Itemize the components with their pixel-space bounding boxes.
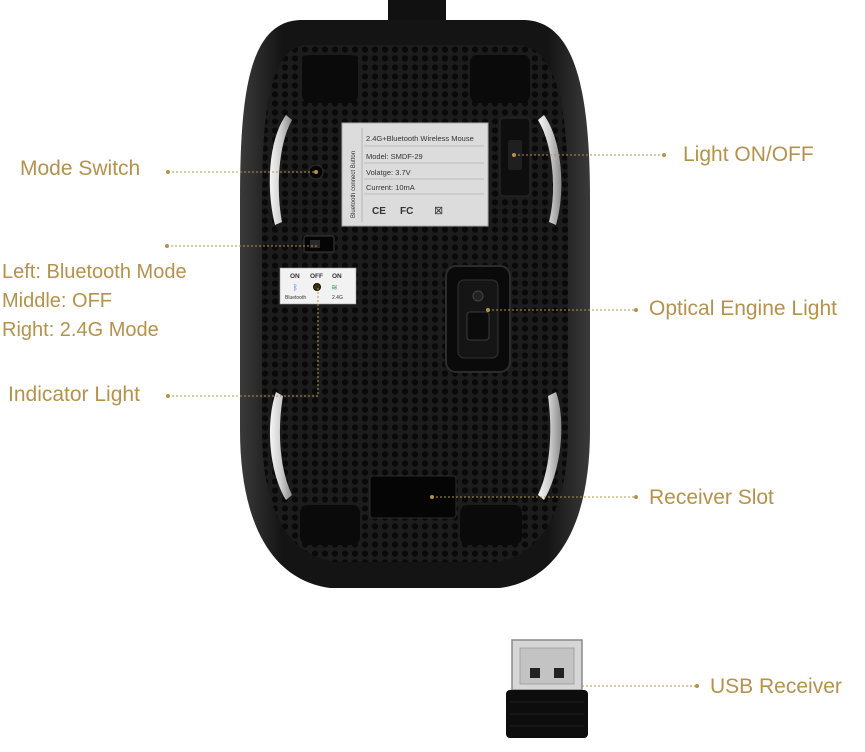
- switch-on-right: ON: [332, 273, 342, 280]
- label-light-onoff: Light ON/OFF: [683, 143, 814, 166]
- side-light-strip: [538, 392, 562, 500]
- wifi-icon: ≋: [331, 283, 338, 292]
- mouse-foot: [302, 55, 358, 103]
- fc-mark: FC: [400, 206, 413, 217]
- label-model: Model: SMDF-29: [366, 152, 423, 161]
- ce-mark: CE: [372, 206, 386, 217]
- label-indicator-light: Indicator Light: [8, 383, 140, 406]
- label-optical-engine-light: Optical Engine Light: [649, 297, 837, 320]
- switch-bluetooth: Bluetooth: [285, 295, 306, 301]
- label-receiver-slot: Receiver Slot: [649, 486, 774, 509]
- label-side-text: Bluetooth connect Button: [351, 151, 357, 218]
- weee-mark: ⊠: [434, 205, 443, 217]
- side-light-strip: [538, 115, 562, 225]
- label-mode-switch: Mode Switch: [20, 157, 141, 180]
- mode-description: Left: Bluetooth Mode Middle: OFF Right: …: [2, 258, 187, 345]
- product-label: [341, 122, 489, 227]
- mode-left: Left: Bluetooth Mode: [2, 261, 187, 283]
- side-light-strip: [270, 392, 292, 500]
- leader-indicator: [168, 288, 319, 397]
- indicator-light: [313, 283, 321, 291]
- side-light-strip: [269, 115, 292, 225]
- bluetooth-icon: ᛒ: [293, 283, 298, 292]
- label-voltage: Volatge: 3.7V: [366, 168, 411, 177]
- mode-right: Right: 2.4G Mode: [2, 319, 159, 341]
- mouse-foot: [460, 505, 522, 545]
- switch-24g: 2.4G: [332, 295, 343, 301]
- mouse-foot: [470, 55, 530, 103]
- mouse-underside: [262, 45, 568, 562]
- receiver-slot: [369, 475, 457, 519]
- mode-middle: Middle: OFF: [2, 290, 113, 312]
- label-current: Current: 10mA: [366, 183, 415, 192]
- label-usb-receiver: USB Receiver: [710, 675, 842, 698]
- usb-receiver: [506, 639, 588, 738]
- switch-on-left: ON: [290, 273, 300, 280]
- mouse-foot: [300, 505, 360, 545]
- label-title: 2.4G+Bluetooth Wireless Mouse: [366, 134, 474, 143]
- switch-off: OFF: [310, 273, 323, 280]
